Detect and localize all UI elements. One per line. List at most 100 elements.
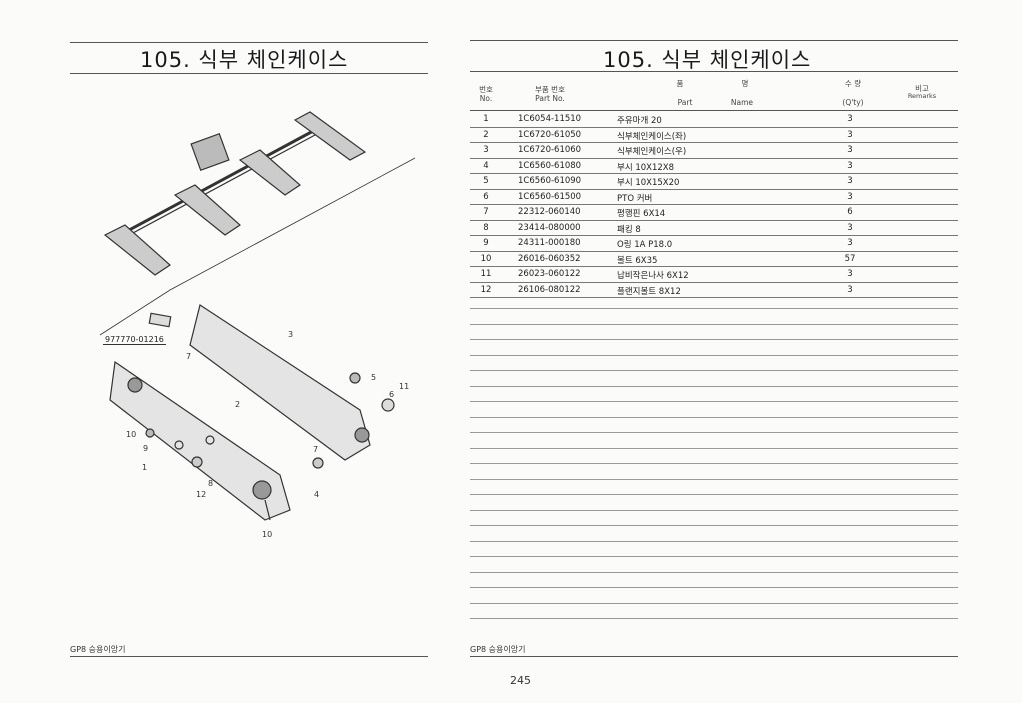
part-number: 23414-080000 xyxy=(518,222,581,233)
empty-row-line xyxy=(470,416,958,418)
empty-row-line xyxy=(470,354,958,356)
callout-7b: 7 xyxy=(313,445,319,454)
left-page-title: 105. 식부 체인케이스 xyxy=(140,48,349,72)
header-name-kr-1: 품 xyxy=(676,79,684,88)
part-name: O링 1A P18.0 xyxy=(617,240,673,250)
empty-row-line xyxy=(470,385,958,387)
header-part-no-en: Part No. xyxy=(535,94,565,103)
empty-row-line xyxy=(470,401,958,402)
callout-7: 7 xyxy=(186,352,192,361)
part-name: 플랜지볼트 8X12 xyxy=(617,286,681,297)
row-number: 7 xyxy=(483,207,489,217)
empty-row-line xyxy=(470,447,958,449)
empty-row-line xyxy=(470,323,958,325)
right-title-bottom-rule xyxy=(470,71,958,72)
header-bottom-rule xyxy=(470,110,958,111)
table-row: 4 1C6560-61080 부시 10X12X8 3 xyxy=(470,158,958,174)
part-name: 패킹 8 xyxy=(617,224,641,235)
part-name: 부시 10X12X8 xyxy=(617,162,675,173)
header-name-en-2: Name xyxy=(730,98,754,107)
part-number: 1C6720-61050 xyxy=(518,129,582,140)
part-number: 24311-000180 xyxy=(518,238,581,248)
empty-row-line xyxy=(470,571,958,573)
left-footer-rule xyxy=(70,656,428,657)
header-part-no-kr: 부품 번호 xyxy=(535,85,565,94)
empty-row-line xyxy=(470,587,958,588)
callout-2: 2 xyxy=(235,400,241,409)
header-qty-kr: 수 량 xyxy=(844,79,862,88)
row-number: 4 xyxy=(483,160,489,171)
callout-5: 5 xyxy=(371,373,377,382)
row-number: 12 xyxy=(480,284,492,295)
empty-row-line xyxy=(470,556,958,557)
quantity: 3 xyxy=(847,284,853,295)
empty-row-line xyxy=(470,370,958,371)
row-number: 10 xyxy=(480,253,492,264)
callout-1: 1 xyxy=(142,463,148,472)
part-name: 볼트 6X35 xyxy=(617,255,658,266)
quantity: 3 xyxy=(847,114,853,124)
header-name-en-1: Part xyxy=(677,98,693,107)
empty-row-line xyxy=(470,432,958,433)
callout-4: 4 xyxy=(314,490,320,499)
quantity: 3 xyxy=(847,129,853,140)
empty-row-line xyxy=(470,339,958,340)
quantity: 3 xyxy=(847,269,853,279)
row-number: 9 xyxy=(483,238,489,248)
part-number: 1C6560-61500 xyxy=(518,191,582,202)
empty-row-line xyxy=(470,602,958,604)
empty-row-line xyxy=(470,478,958,480)
part-number: 26106-080122 xyxy=(518,284,581,295)
header-no-kr: 번호 xyxy=(479,85,493,94)
header-name-kr-2: 명 xyxy=(741,79,749,88)
empty-row-line xyxy=(470,525,958,526)
exploded-parts-diagram xyxy=(99,111,416,521)
row-number: 1 xyxy=(483,114,489,124)
quantity: 3 xyxy=(847,238,853,248)
part-number-callout: 977770-01216 xyxy=(103,335,166,345)
part-number: 1C6054-11510 xyxy=(518,114,582,124)
empty-row-line xyxy=(470,308,958,309)
table-row: 10 26016-060352 볼트 6X35 57 xyxy=(470,251,958,267)
quantity: 57 xyxy=(844,253,856,264)
part-name: 식부체인케이스(좌) xyxy=(617,131,687,142)
row-number: 5 xyxy=(483,176,489,186)
right-page-title: 105. 식부 체인케이스 xyxy=(603,48,812,72)
part-name: 납비작은나사 6X12 xyxy=(617,271,689,281)
right-footer: GP8 승용이앙기 xyxy=(470,645,526,654)
callout-6: 6 xyxy=(389,390,395,399)
header-qty-en: (Q'ty) xyxy=(842,98,864,107)
callout-8: 8 xyxy=(208,479,214,488)
empty-row-line xyxy=(470,509,958,511)
table-row: 9 24311-000180 O링 1A P18.0 3 xyxy=(470,235,958,252)
empty-row-line xyxy=(470,463,958,464)
callout-9: 9 xyxy=(143,444,149,453)
quantity: 3 xyxy=(847,222,853,233)
quantity: 3 xyxy=(847,160,853,171)
part-number: 1C6560-61080 xyxy=(518,160,582,171)
right-footer-rule xyxy=(470,656,958,657)
page-number: 245 xyxy=(510,674,531,687)
part-number: 1C6560-61090 xyxy=(518,176,582,186)
left-footer: GP8 승용이앙기 xyxy=(70,645,126,654)
table-row: 12 26106-080122 플랜지볼트 8X12 3 xyxy=(470,282,958,298)
part-name: 부시 10X15X20 xyxy=(617,178,680,188)
title-top-rule xyxy=(70,42,428,43)
callout-3: 3 xyxy=(288,330,294,339)
row-number: 11 xyxy=(480,269,492,279)
row-number: 3 xyxy=(483,145,489,155)
header-remarks-kr: 비고 xyxy=(915,84,929,93)
part-number: 26023-060122 xyxy=(518,269,581,279)
part-name: PTO 커버 xyxy=(617,193,653,204)
table-row: 11 26023-060122 납비작은나사 6X12 3 xyxy=(470,266,958,283)
callout-10b: 10 xyxy=(262,530,273,539)
row-number: 6 xyxy=(483,191,489,202)
right-title-top-rule xyxy=(470,40,958,41)
empty-row-line xyxy=(470,494,958,495)
part-number: 1C6720-61060 xyxy=(518,145,582,155)
part-number: 26016-060352 xyxy=(518,253,581,264)
